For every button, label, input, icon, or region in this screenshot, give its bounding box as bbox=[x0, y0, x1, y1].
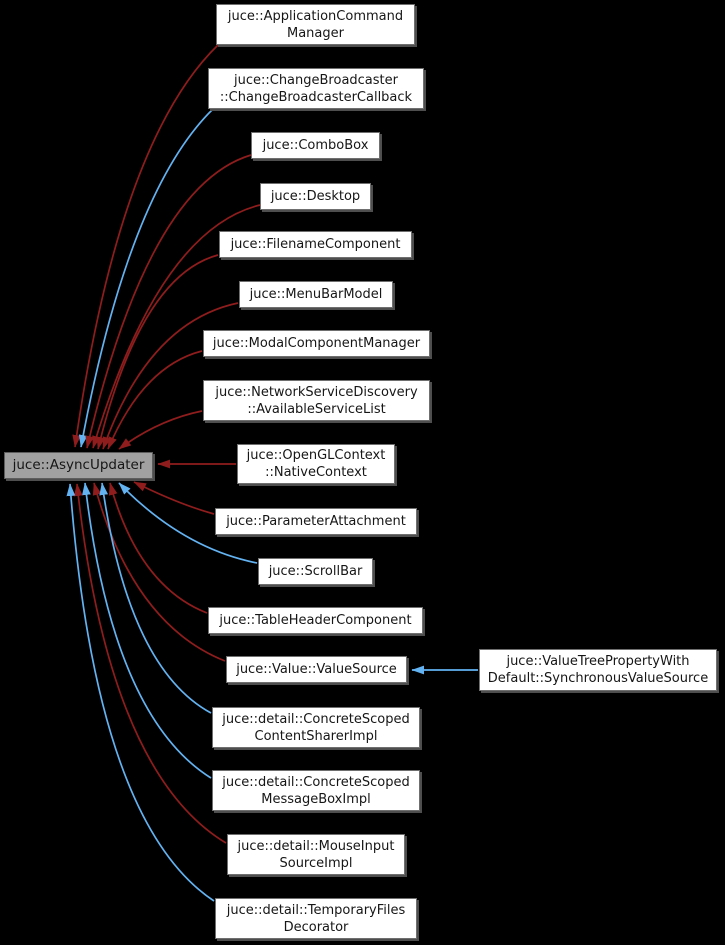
edge-valuesource bbox=[92, 482, 226, 662]
edge-changebroadcastercallback bbox=[78, 108, 214, 448]
class-node-combobox[interactable]: juce::ComboBox bbox=[251, 132, 380, 159]
edge-temporaryfilesdecorator bbox=[66, 483, 215, 902]
class-label: juce::Desktop bbox=[270, 189, 361, 204]
class-label: juce::ApplicationCommand Manager bbox=[227, 8, 404, 41]
class-label: juce::detail::MouseInput SourceImpl bbox=[237, 838, 395, 871]
class-node-tableheadercomponent[interactable]: juce::TableHeaderComponent bbox=[208, 607, 423, 634]
edge-applicationcommandmanager bbox=[72, 44, 219, 448]
edge-concretescopedmessageboximpl bbox=[82, 482, 212, 779]
class-label: juce::detail::TemporaryFiles Decorator bbox=[226, 902, 406, 935]
class-node-synchronousvaluesource[interactable]: juce::ValueTreePropertyWith Default::Syn… bbox=[479, 649, 717, 691]
class-label: juce::ChangeBroadcaster ::ChangeBroadcas… bbox=[219, 72, 413, 105]
class-node-changebroadcastercallback[interactable]: juce::ChangeBroadcaster ::ChangeBroadcas… bbox=[208, 68, 424, 109]
edge-menubarmodel bbox=[102, 302, 239, 450]
edge-scrollbar bbox=[118, 482, 258, 564]
class-label: juce::AsyncUpdater bbox=[12, 457, 145, 473]
class-node-valuesource[interactable]: juce::Value::ValueSource bbox=[226, 656, 407, 683]
class-label: juce::TableHeaderComponent bbox=[219, 613, 412, 628]
class-label: juce::ComboBox bbox=[262, 138, 369, 153]
edge-parameterattachment bbox=[133, 481, 215, 515]
class-node-temporaryfilesdecorator[interactable]: juce::detail::TemporaryFiles Decorator bbox=[215, 898, 417, 939]
class-node-applicationcommandmanager[interactable]: juce::ApplicationCommand Manager bbox=[216, 4, 415, 45]
class-node-concretescopedmessageboximpl[interactable]: juce::detail::ConcreteScoped MessageBoxI… bbox=[212, 770, 420, 811]
class-label: juce::MenuBarModel bbox=[249, 287, 383, 302]
class-label: juce::ModalComponentManager bbox=[212, 336, 421, 351]
class-node-parameterattachment[interactable]: juce::ParameterAttachment bbox=[215, 508, 417, 535]
edge-filenamecomponent bbox=[96, 254, 219, 450]
edge-concretescopedcontentsharerimpl bbox=[99, 482, 212, 714]
class-label: juce::detail::ConcreteScoped ContentShar… bbox=[222, 711, 410, 744]
class-label: juce::ValueTreePropertyWith Default::Syn… bbox=[487, 654, 709, 686]
class-node-filenamecomponent[interactable]: juce::FilenameComponent bbox=[219, 231, 412, 258]
class-node-asyncupdater: juce::AsyncUpdater bbox=[4, 452, 153, 479]
class-node-desktop[interactable]: juce::Desktop bbox=[260, 183, 371, 210]
class-node-menubarmodel[interactable]: juce::MenuBarModel bbox=[239, 281, 393, 308]
edge-availableservicelist bbox=[118, 410, 203, 450]
class-node-availableservicelist[interactable]: juce::NetworkServiceDiscovery ::Availabl… bbox=[203, 380, 430, 421]
edge-tableheadercomponent bbox=[108, 482, 208, 614]
class-label: juce::NetworkServiceDiscovery ::Availabl… bbox=[215, 384, 418, 417]
edge-modalcomponentmanager bbox=[107, 350, 203, 450]
class-label: juce::FilenameComponent bbox=[230, 237, 401, 252]
class-node-concretescopedcontentsharerimpl[interactable]: juce::detail::ConcreteScoped ContentShar… bbox=[212, 707, 420, 748]
class-label: juce::detail::ConcreteScoped MessageBoxI… bbox=[222, 774, 410, 807]
class-node-mouseinputsourceimpl[interactable]: juce::detail::MouseInput SourceImpl bbox=[227, 834, 405, 875]
edge-combobox bbox=[85, 154, 252, 449]
edge-mouseinputsourceimpl bbox=[73, 483, 227, 844]
class-node-nativecontext[interactable]: juce::OpenGLContext ::NativeContext bbox=[237, 444, 395, 484]
class-node-modalcomponentmanager[interactable]: juce::ModalComponentManager bbox=[203, 330, 430, 357]
class-node-scrollbar[interactable]: juce::ScrollBar bbox=[258, 558, 373, 585]
class-label: juce::ScrollBar bbox=[268, 564, 363, 579]
class-label: juce::ParameterAttachment bbox=[226, 514, 406, 529]
class-label: juce::OpenGLContext ::NativeContext bbox=[246, 448, 386, 480]
class-label: juce::Value::ValueSource bbox=[236, 662, 397, 677]
edge-desktop bbox=[92, 204, 261, 449]
